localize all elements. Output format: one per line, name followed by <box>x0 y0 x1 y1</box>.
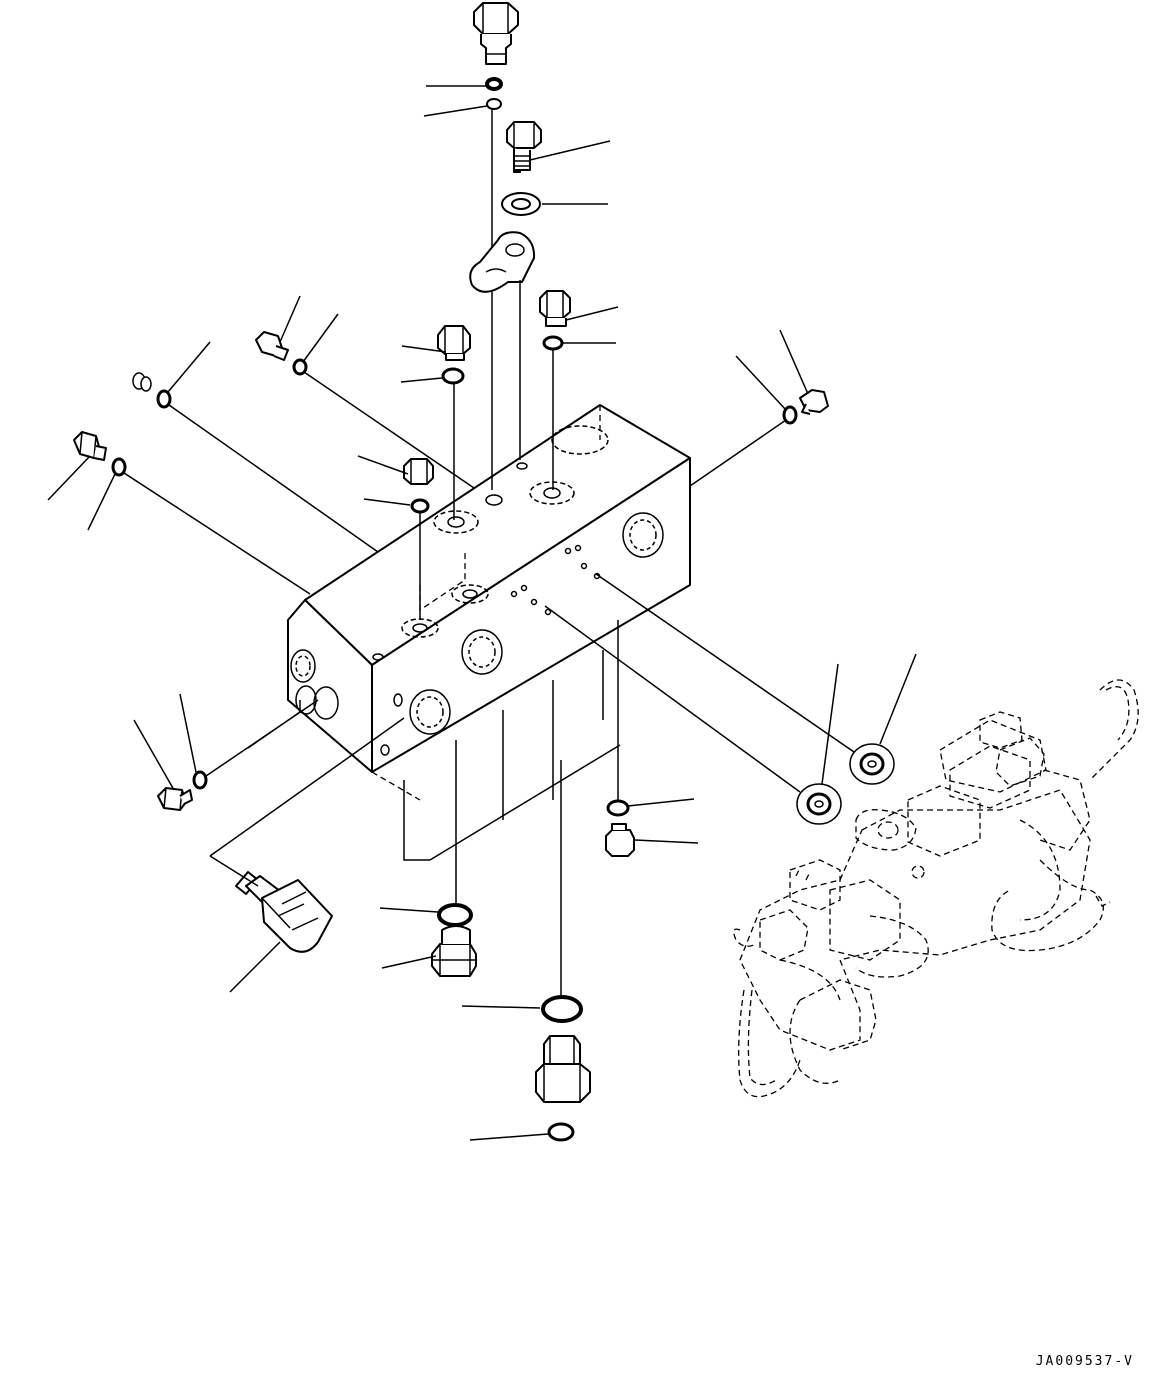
seal-disc-2 <box>850 744 894 784</box>
plug-bottom <box>432 926 476 976</box>
flat-washer <box>502 193 540 215</box>
bracket-plate <box>470 232 534 292</box>
plug-lower-left <box>158 788 192 810</box>
o-ring-top-middle <box>443 369 463 383</box>
top-small-o-ring-1 <box>487 79 501 89</box>
o-ring-right <box>784 407 796 423</box>
plug-upper-left <box>256 332 288 360</box>
pressure-sensor <box>236 872 332 952</box>
mounting-bolt <box>507 122 541 172</box>
o-ring-left-2 <box>113 459 125 475</box>
top-bolt-assembly <box>474 3 518 64</box>
drawing-code: JA009537-V <box>1035 1354 1134 1369</box>
o-ring-right-bottom <box>608 801 628 815</box>
plug-top-middle <box>438 326 470 360</box>
o-ring-bottom-1 <box>439 905 471 925</box>
plug-right <box>800 390 828 414</box>
plug-top-lower <box>404 459 433 484</box>
plug-right-bottom <box>606 824 634 856</box>
seal-disc-1 <box>797 784 841 824</box>
snap-ring <box>133 373 151 391</box>
o-ring-bottom-3 <box>549 1124 573 1140</box>
o-ring-upper-left <box>294 360 306 374</box>
o-ring-left-1 <box>158 391 170 407</box>
o-ring-top-lower <box>412 500 428 512</box>
union-fitting <box>536 1036 590 1102</box>
top-small-o-ring-2 <box>487 99 501 109</box>
o-ring-bottom-2 <box>543 997 581 1021</box>
o-ring-lower-left <box>194 772 206 788</box>
valve-block <box>288 405 690 860</box>
plug-top-right <box>540 291 570 326</box>
plug-left <box>74 432 106 460</box>
solenoid-valve-assembly <box>734 680 1138 1097</box>
o-ring-top-right <box>544 337 562 349</box>
